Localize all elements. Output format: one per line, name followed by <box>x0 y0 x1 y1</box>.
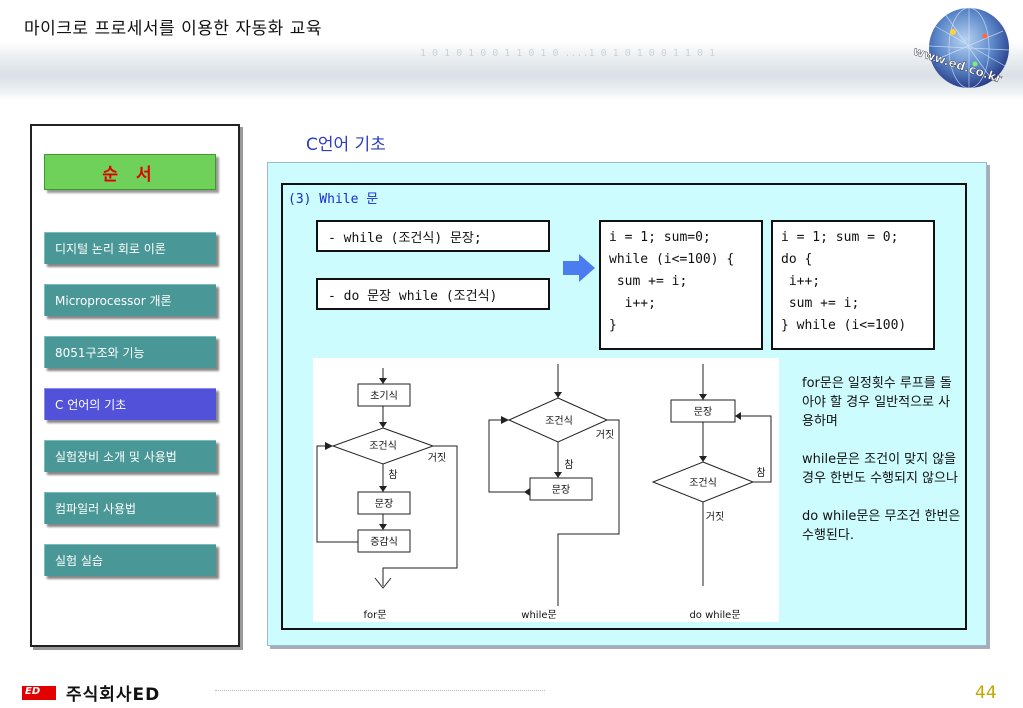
while-cond-label: 조건식 <box>545 415 573 427</box>
do-body-label: 문장 <box>694 406 712 418</box>
for-cond-label: 조건식 <box>369 440 397 452</box>
for-update-label: 증감식 <box>370 536 398 548</box>
while-false-label: 거짓 <box>596 429 614 441</box>
do-true-label: 참 <box>756 467 765 479</box>
flowchart-area: 초기식 조건식 참 거짓 문장 증감식 for문 조건식 참 거짓 문장 whi… <box>313 358 779 622</box>
flowchart-diagram: 초기식 조건식 참 거짓 문장 증감식 for문 조건식 참 거짓 문장 whi… <box>313 358 779 622</box>
sidebar-item-digital-logic[interactable]: 디지털 논리 회로 이론 <box>44 232 216 264</box>
do-cond-label: 조건식 <box>689 477 717 489</box>
sidebar-item-8051[interactable]: 8051구조와 기능 <box>44 336 216 368</box>
code-do-while-example: i = 1; sum = 0; do { i++; sum += i; } wh… <box>771 220 935 350</box>
description-while: while문은 조건이 맞지 않을 경우 한번도 수행되지 않으나 <box>802 450 962 488</box>
sidebar: 순 서 디지털 논리 회로 이론 Microprocessor 개론 8051구… <box>30 124 240 647</box>
description-for: for문은 일정횟수 루프를 돌아야 할 경우 일반적으로 사용하며 <box>802 374 962 431</box>
for-true-label: 참 <box>388 469 397 481</box>
for-init-label: 초기식 <box>370 390 398 402</box>
sidebar-item-c-basics[interactable]: C 언어의 기초 <box>44 388 216 420</box>
page-number: 44 <box>975 683 997 703</box>
header-title: 마이크로 프로세서를 이용한 자동화 교육 <box>24 14 322 39</box>
ed-badge-icon: ED <box>22 686 56 700</box>
description: for문은 일정횟수 루프를 돌아야 할 경우 일반적으로 사용하며 while… <box>802 374 962 564</box>
subtitle: (3) While 문 <box>288 188 378 207</box>
code-while-example: i = 1; sum=0; while (i<=100) { sum += i;… <box>599 220 763 350</box>
do-false-label: 거짓 <box>706 511 724 523</box>
syntax-while: - while (조건식) 문장; <box>316 220 550 252</box>
sidebar-item-microprocessor[interactable]: Microprocessor 개론 <box>44 284 216 316</box>
syntax-do-while: - do 문장 while (조건식) <box>316 278 550 310</box>
section-title: C언어 기초 <box>306 130 386 155</box>
for-body-label: 문장 <box>375 498 393 510</box>
while-true-label: 참 <box>564 459 573 471</box>
sidebar-item-equipment[interactable]: 실험장비 소개 및 사용법 <box>44 440 216 472</box>
sidebar-heading: 순 서 <box>44 154 216 190</box>
globe-logo-icon: www.ed.co.kr <box>905 6 1017 100</box>
right-arrow-icon <box>563 252 595 284</box>
sidebar-item-practice[interactable]: 실험 실습 <box>44 544 216 576</box>
while-body-label: 문장 <box>552 484 570 496</box>
do-caption: do while문 <box>689 609 740 621</box>
description-do-while: do while문은 무조건 한번은 수행된다. <box>802 507 962 545</box>
header-banner: 마이크로 프로세서를 이용한 자동화 교육 1 0 1 0 1 0 0 1 1 … <box>0 0 1023 100</box>
for-caption: for문 <box>364 609 387 621</box>
while-caption: while문 <box>521 609 556 621</box>
for-false-label: 거짓 <box>428 452 446 464</box>
company-logo: ED 주식회사ED <box>22 680 160 705</box>
header-decoration: 1 0 1 0 1 0 0 1 1 0 1 0 ....1 0 1 0 1 0 … <box>420 48 920 72</box>
company-name: 주식회사ED <box>66 680 160 705</box>
sidebar-item-compiler[interactable]: 컴파일러 사용법 <box>44 492 216 524</box>
footer-divider <box>215 690 545 691</box>
